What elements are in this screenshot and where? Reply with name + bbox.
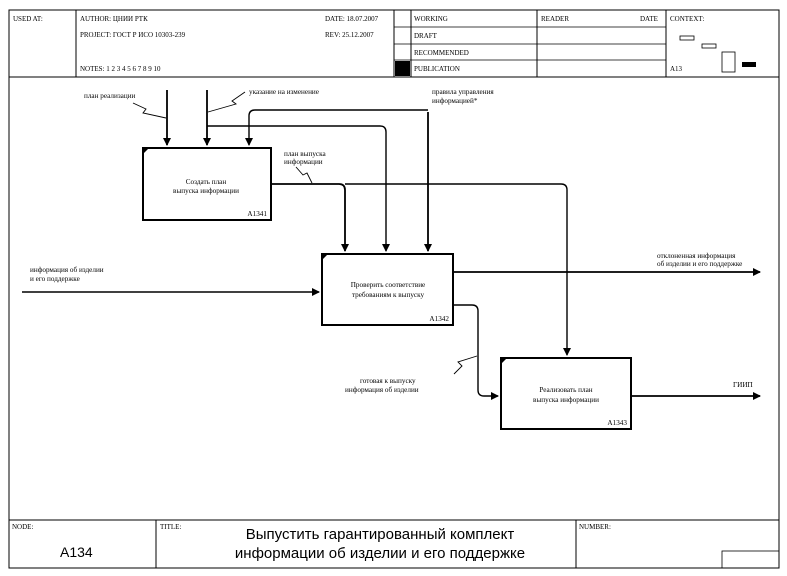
leader-gotovaya <box>453 355 478 375</box>
project-field: PROJECT: ГОСТ Р ИСО 10303-239 <box>80 31 186 39</box>
status-publication: PUBLICATION <box>414 65 460 73</box>
title-label: TITLE: <box>160 523 181 531</box>
notes-field: NOTES: 1 2 3 4 5 6 7 8 9 10 <box>80 65 161 73</box>
label-info-in-line1: информация об изделии <box>30 266 104 274</box>
leader-ukazanie <box>207 91 246 113</box>
status-draft: DRAFT <box>414 32 438 40</box>
arrow-ukazanie-a1342 <box>207 125 390 252</box>
label-leaders <box>132 91 478 375</box>
label-gotovaya-line1: готовая к выпуску <box>360 377 416 385</box>
rev-field: REV: 25.12.2007 <box>325 31 374 39</box>
activity-name-line1: Создать план <box>186 178 227 186</box>
label-otkl-line2: об изделии и его поддержке <box>657 260 742 268</box>
number-label: NUMBER: <box>579 523 611 531</box>
leader-plan-realizacii <box>132 102 167 119</box>
label-gotovaya-line2: информация об изделии <box>345 386 419 394</box>
footer-block: NODE: A134 TITLE: Выпустить гарантирован… <box>9 519 780 569</box>
context-node: A13 <box>670 65 683 73</box>
label-giip: ГИИП <box>733 381 753 389</box>
status-working: WORKING <box>414 15 448 23</box>
activity-id: A1342 <box>429 315 449 323</box>
label-plan-vypuska-line1: план выпуска <box>284 150 327 158</box>
date-field: DATE: 18.07.2007 <box>325 15 379 23</box>
arrow-labels: план реализации указание на изменение пр… <box>30 88 753 394</box>
activity-box-a1343[interactable]: Реализовать план выпуска информации A134… <box>500 357 632 430</box>
label-plan-realizacii: план реализации <box>84 92 136 100</box>
reader-label: READER <box>541 15 569 23</box>
reader-date-label: DATE <box>640 15 658 23</box>
activity-id: A1343 <box>607 419 627 427</box>
context-thumbnail <box>679 35 756 73</box>
author-field: AUTHOR: ЦНИИ РТК <box>80 15 148 23</box>
used-at-label: USED AT: <box>13 15 43 23</box>
header-block: USED AT: AUTHOR: ЦНИИ РТК PROJECT: ГОСТ … <box>9 10 779 78</box>
node-label: NODE: <box>12 523 33 531</box>
activity-name-line1: Проверить соответствие <box>351 281 426 289</box>
activity-name-line2: выпуска информации <box>533 396 599 404</box>
label-info-in-line2: и его поддержке <box>30 275 80 283</box>
activity-box-a1342[interactable]: Проверить соответствие требованиям к вып… <box>321 253 454 326</box>
publication-marker <box>395 61 410 76</box>
leader-plan-vypuska <box>295 166 313 184</box>
label-pravila-line2: информацией* <box>432 97 478 105</box>
activity-box-a1341[interactable]: Создать план выпуска информации A1341 <box>142 147 272 221</box>
activity-name-line2: выпуска информации <box>173 187 239 195</box>
arrow-plan-vypuska-a1343 <box>345 183 571 356</box>
activity-name-line1: Реализовать план <box>539 386 592 394</box>
arrow-pravila-a1341 <box>245 109 428 146</box>
label-ukazanie: указание на изменение <box>249 88 319 96</box>
arrow-plan-vypuska-a1342 <box>271 183 349 252</box>
activity-id: A1341 <box>247 210 267 218</box>
arrow-gotovaya <box>453 304 499 400</box>
arrows <box>22 90 761 400</box>
activity-name-line2: требованиям к выпуску <box>352 291 425 299</box>
label-otkl-line1: отклоненная информация <box>657 252 736 260</box>
diagram-title-line1: Выпустить гарантированный комплект <box>246 526 515 543</box>
diagram-title-line2: информации об изделии и его поддержке <box>235 545 525 562</box>
label-pravila-line1: правила управления <box>432 88 494 96</box>
status-recommended: RECOMMENDED <box>414 49 469 57</box>
label-plan-vypuska-line2: информации <box>284 158 323 166</box>
node-value: A134 <box>60 544 93 560</box>
context-label: CONTEXT: <box>670 15 704 23</box>
